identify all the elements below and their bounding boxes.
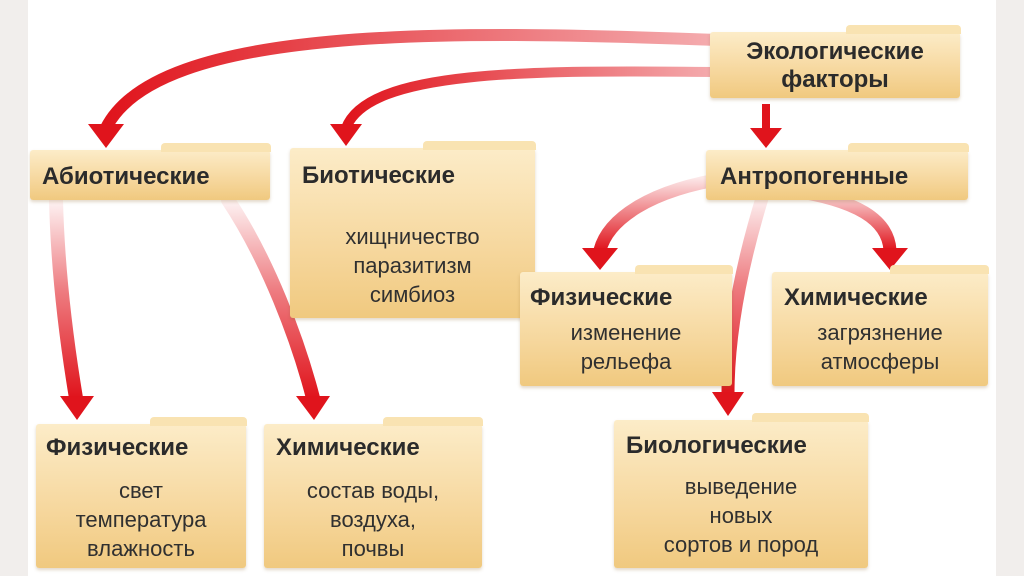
- abiotic-chemical-items: состав воды, воздуха, почвы: [306, 478, 440, 561]
- arrow-root-to-biotic: [341, 66, 723, 133]
- slide-frame-left: [0, 0, 28, 576]
- abiotic-title: Абиотические: [42, 163, 210, 190]
- abiotic-chemical-title: Химические: [276, 434, 420, 461]
- anthropogenic-title: Антропогенные: [720, 163, 909, 190]
- anthro-physical-folder: Физические изменение рельефа: [520, 265, 733, 386]
- arrow-root-to-abiotic: [100, 29, 724, 134]
- arrow-head-anthro-chemical: [872, 248, 908, 270]
- biotic-folder: Биотические хищничество паразитизм симби…: [290, 141, 536, 318]
- abiotic-physical-items: свет температура влажность: [75, 478, 207, 561]
- abiotic-chemical-folder: Химические состав воды, воздуха, почвы: [264, 417, 483, 568]
- arrow-head-anthropogenic: [750, 128, 782, 148]
- abiotic-folder: Абиотические: [30, 143, 271, 200]
- arrow-anthro-to-biological: [721, 188, 770, 401]
- arrows-layer: [49, 29, 908, 420]
- anthro-biological-title: Биологические: [626, 432, 807, 459]
- root-title: Экологические факторы: [746, 38, 924, 93]
- biotic-title: Биотические: [302, 162, 455, 189]
- anthro-chemical-items: загрязнение атмосферы: [817, 320, 943, 374]
- arrow-head-abiotic-physical: [60, 396, 94, 420]
- arrow-head-abiotic: [88, 124, 124, 148]
- arrow-anthro-to-physical: [593, 171, 735, 257]
- arrow-head-abiotic-chemical: [296, 396, 330, 420]
- abiotic-physical-title: Физические: [46, 434, 189, 461]
- anthropogenic-folder: Антропогенные: [706, 143, 969, 200]
- arrow-head-anthro-biological: [712, 392, 744, 416]
- abiotic-physical-folder: Физические свет температура влажность: [36, 417, 247, 568]
- slide-frame-right: [996, 0, 1024, 576]
- anthro-physical-items: изменение рельефа: [570, 320, 682, 374]
- root-folder: Экологические факторы: [710, 25, 961, 98]
- arrow-abiotic-to-chemical: [221, 193, 320, 405]
- anthro-biological-items: выведение новых сортов и пород: [663, 474, 819, 557]
- biotic-items: хищничество паразитизм симбиоз: [345, 224, 480, 307]
- arrow-head-biotic: [330, 124, 362, 146]
- anthro-biological-folder: Биологические выведение новых сортов и п…: [614, 413, 869, 568]
- anthro-chemical-folder: Химические загрязнение атмосферы: [772, 265, 990, 386]
- arrow-abiotic-to-physical: [49, 193, 83, 405]
- arrow-head-anthro-physical: [582, 248, 618, 270]
- diagram-canvas: Экологические факторы Абиотические Биоти…: [28, 0, 996, 576]
- anthro-chemical-title: Химические: [784, 284, 928, 311]
- anthro-physical-title: Физические: [530, 284, 673, 311]
